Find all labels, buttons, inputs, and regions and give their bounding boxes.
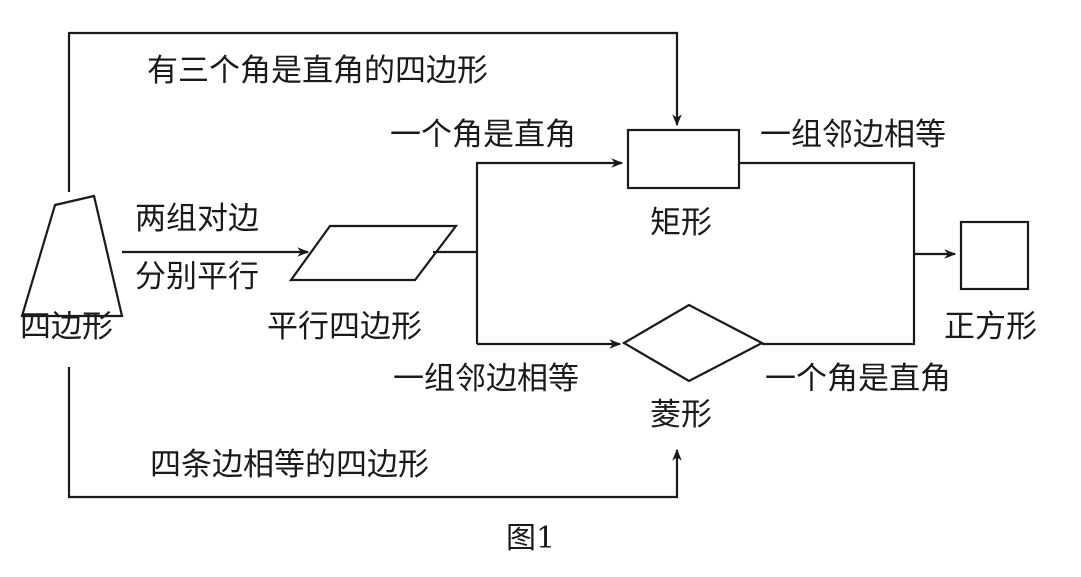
edge-label-rhombus-to-square: 一个角是直角 — [765, 361, 951, 397]
arrow-parallelogram-to-rectangle — [475, 158, 624, 344]
edge-label-parallelogram-to-rectangle: 一个角是直角 — [390, 117, 576, 153]
arrow-quad-to-rectangle — [67, 31, 682, 192]
rectangle-shape — [626, 128, 741, 190]
edge-label-rectangle-to-square: 一组邻边相等 — [760, 117, 946, 153]
figure-caption: 图1 — [506, 521, 556, 556]
edge-label-parallelogram-to-rhombus: 一组邻边相等 — [393, 361, 579, 397]
edge-label-quad-to-parallelogram-line2: 分别平行 — [135, 259, 259, 295]
parallelogram-shape — [288, 224, 459, 282]
rhombus-label: 菱形 — [650, 397, 712, 433]
arrow-quad-to-rhombus — [67, 367, 682, 499]
square-shape — [959, 220, 1030, 291]
connector-rhombus-right — [762, 254, 916, 346]
connector-rectangle-right — [739, 161, 916, 254]
rhombus-shape — [621, 303, 765, 383]
quadrilateral-label: 四边形 — [20, 309, 113, 345]
quadrilateral-shape — [20, 194, 124, 318]
parallelogram-label: 平行四边形 — [267, 309, 422, 345]
square-label: 正方形 — [944, 309, 1037, 345]
rectangle-label: 矩形 — [650, 205, 712, 241]
edge-label-quad-to-parallelogram-line1: 两组对边 — [135, 201, 259, 237]
edge-label-quad-to-rectangle: 有三个角是直角的四边形 — [147, 53, 488, 89]
edge-label-quad-to-rhombus: 四条边相等的四边形 — [150, 447, 429, 483]
